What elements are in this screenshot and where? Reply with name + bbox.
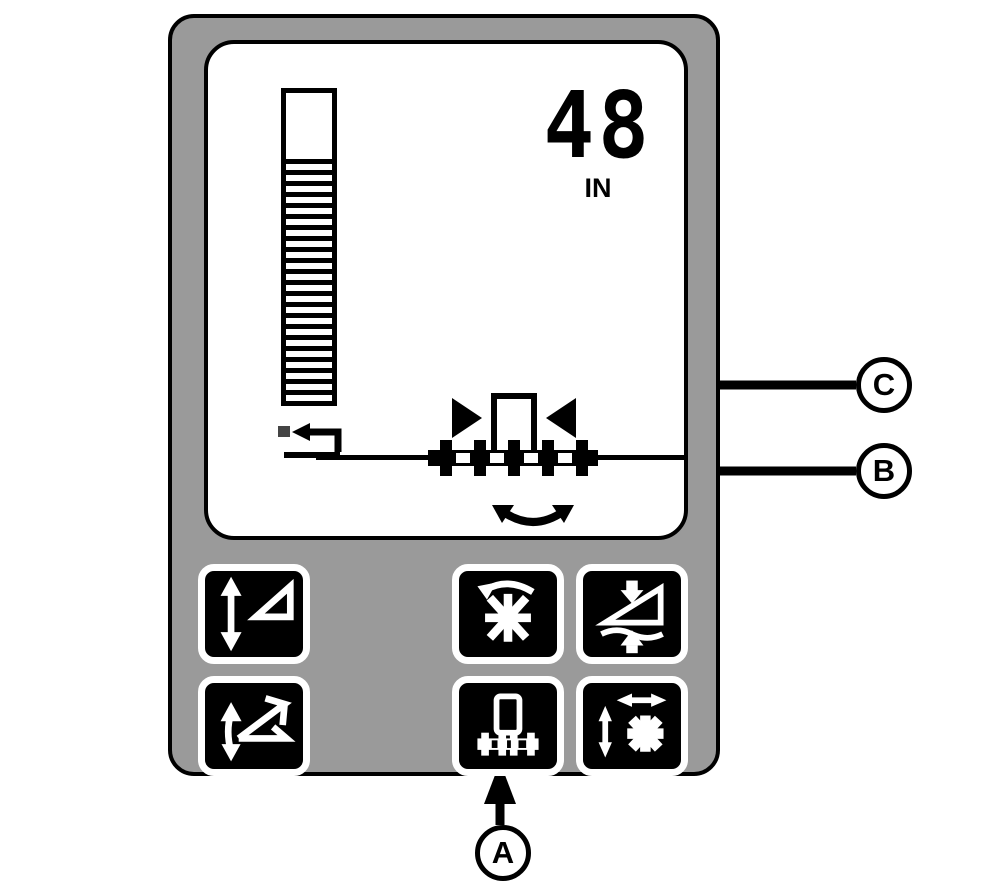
callout-a: A — [475, 825, 531, 881]
bar-segment — [286, 214, 332, 225]
readout-value: 48 — [543, 72, 653, 179]
bar-segment — [286, 181, 332, 192]
bar-segment — [286, 159, 332, 170]
move-star-button[interactable] — [576, 676, 688, 776]
bar-segment — [286, 324, 332, 335]
bar-segment — [286, 258, 332, 269]
bar-segment — [286, 192, 332, 203]
bar-segment — [286, 302, 332, 313]
bar-segment — [286, 313, 332, 324]
blade-depth-up-down-arrow-icon — [595, 580, 664, 654]
blade-height-button[interactable] — [198, 564, 310, 664]
bar-segment — [286, 170, 332, 181]
bar-segment — [286, 203, 332, 214]
callout-b: B — [856, 443, 912, 499]
bar-segment — [286, 357, 332, 368]
bar-segment — [286, 225, 332, 236]
depth-control-button[interactable] — [576, 564, 688, 664]
callout-c: C — [856, 357, 912, 413]
mast-crossbar-icon — [477, 693, 539, 756]
rotate-star-button[interactable] — [452, 564, 564, 664]
readout-unit-label: IN — [584, 173, 612, 204]
vertical-double-arrow-with-blade-icon — [220, 576, 294, 652]
vertical-bar-graph — [281, 88, 337, 406]
star-multi-direction-arrow-icon — [598, 693, 667, 758]
bar-segment — [286, 247, 332, 258]
rotating-star-arc-arrow-icon — [477, 580, 535, 642]
bar-segment — [286, 368, 332, 379]
bar-segment — [286, 236, 332, 247]
mast-select-button[interactable] — [452, 676, 564, 776]
control-console: 48 IN — [168, 14, 720, 776]
bar-segment — [286, 346, 332, 357]
bar-segment — [286, 269, 332, 280]
bar-segment — [286, 335, 332, 346]
angled-blade-slope-arrow-icon — [220, 695, 296, 762]
blade-slope-button[interactable] — [198, 676, 310, 776]
bar-segment — [286, 280, 332, 291]
lcd-screen: 48 IN — [204, 40, 688, 540]
bar-segment — [286, 291, 332, 302]
bar-segment — [286, 379, 332, 390]
numeric-readout: 48 IN — [528, 72, 668, 204]
implement-symbol — [428, 393, 598, 476]
bar-segment — [286, 390, 332, 401]
tilt-double-arrow-icon — [492, 505, 574, 526]
